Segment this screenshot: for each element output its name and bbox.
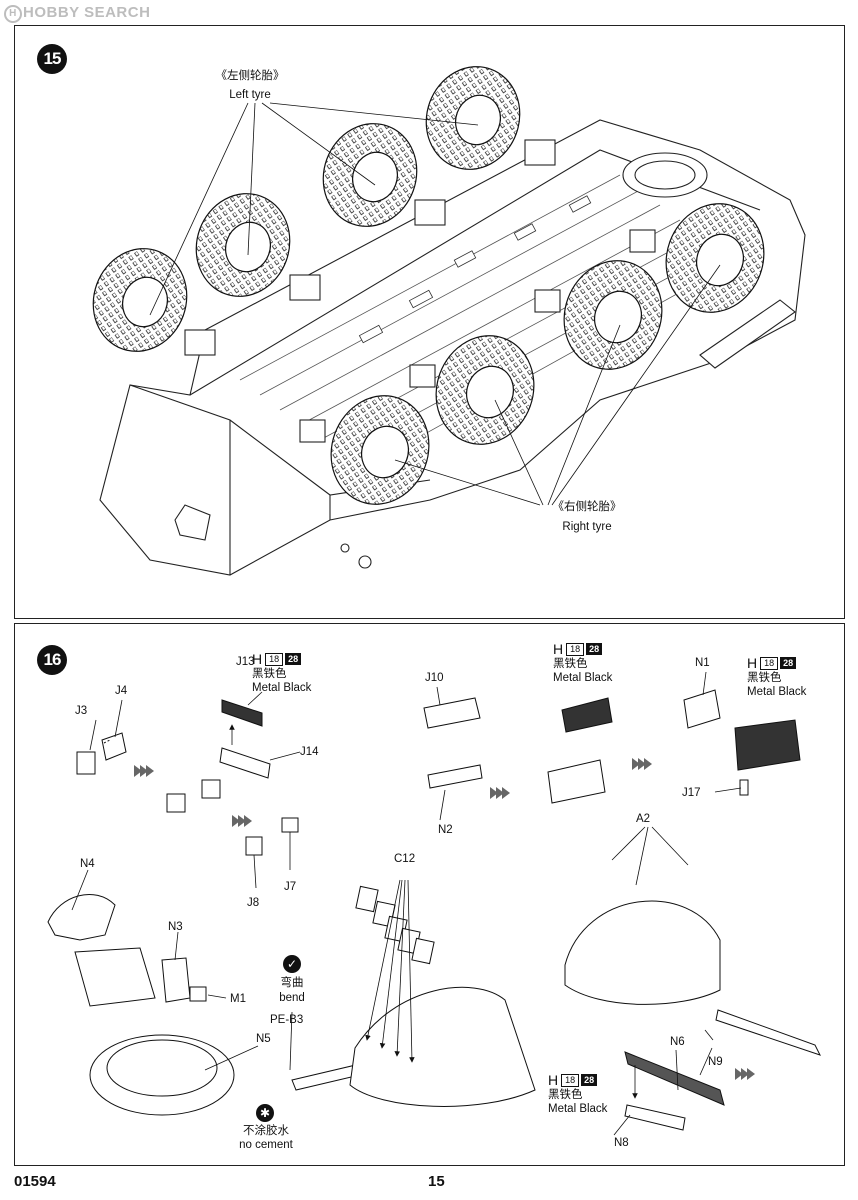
paint-callout-right: H 18 28 黑铁色 Metal Black xyxy=(747,655,806,699)
step-15-number: 15 xyxy=(37,44,67,74)
step-15-panel xyxy=(14,25,845,619)
paint-color-cn: 黑铁色 xyxy=(548,1089,583,1101)
part-label-j3: J3 xyxy=(75,705,88,717)
right-tyre-label-cn: 《右侧轮胎》 xyxy=(552,501,622,513)
part-label-n3: N3 xyxy=(168,921,183,933)
no-cement-icon: ✱ xyxy=(256,1104,274,1122)
right-tyre-label-en: Right tyre xyxy=(562,521,612,533)
part-label-j8: J8 xyxy=(247,897,260,909)
left-tyre-label-en: Left tyre xyxy=(229,89,271,101)
paint-callout-j13: H 18 28 黑铁色 Metal Black xyxy=(252,651,311,695)
paint-callout-middle: H 18 28 黑铁色 Metal Black xyxy=(553,641,612,685)
part-label-j7: J7 xyxy=(284,881,297,893)
paint-code: H 18 28 xyxy=(553,641,612,657)
paint-code: H 18 28 xyxy=(747,655,806,671)
part-label-n6: N6 xyxy=(670,1036,685,1048)
paint-color-cn: 黑铁色 xyxy=(553,658,588,670)
part-label-m1: M1 xyxy=(230,993,246,1005)
part-label-j13: J13 xyxy=(236,656,255,668)
part-label-j14: J14 xyxy=(300,746,319,758)
bend-label-cn: 弯曲 xyxy=(280,977,304,989)
paint-color-en: Metal Black xyxy=(553,672,613,684)
paint-color-cn: 黑铁色 xyxy=(747,672,782,684)
paint-color-cn: 黑铁色 xyxy=(252,668,287,680)
watermark-logo-icon: H xyxy=(4,5,22,23)
part-label-c12: C12 xyxy=(394,853,416,865)
paint-code: H 18 28 xyxy=(548,1072,607,1088)
part-label-j4: J4 xyxy=(115,685,128,697)
left-tyres xyxy=(92,66,521,352)
page-number: 15 xyxy=(428,1173,445,1190)
part-label-pe-b3: PE-B3 xyxy=(270,1014,304,1026)
no-cement-label-cn: 不涂胶水 xyxy=(243,1125,289,1137)
part-label-j10: J10 xyxy=(425,672,444,684)
paint-color-en: Metal Black xyxy=(747,686,807,698)
bend-icon: ✓ xyxy=(283,955,301,973)
part-label-n1: N1 xyxy=(695,657,710,669)
step-16-panel xyxy=(14,623,845,1166)
step-16-number: 16 xyxy=(37,645,67,675)
part-label-n8: N8 xyxy=(614,1137,629,1149)
part-label-n4: N4 xyxy=(80,858,95,870)
paint-color-en: Metal Black xyxy=(548,1103,608,1115)
hull-drawing xyxy=(99,119,806,576)
part-label-n5: N5 xyxy=(256,1033,271,1045)
kit-number: 01594 xyxy=(14,1173,56,1190)
bend-label-en: bend xyxy=(279,992,305,1004)
part-label-n9: N9 xyxy=(708,1056,723,1068)
left-tyre-label-cn: 《左侧轮胎》 xyxy=(215,70,285,82)
paint-callout-n6: H 18 28 黑铁色 Metal Black xyxy=(548,1072,607,1116)
no-cement-label-en: no cement xyxy=(239,1139,293,1151)
part-j3-drawing xyxy=(76,751,96,775)
part-label-a2: A2 xyxy=(636,813,651,825)
paint-code: H 18 28 xyxy=(252,651,311,667)
right-tyres xyxy=(330,203,765,505)
paint-color-en: Metal Black xyxy=(252,682,312,694)
part-label-n2: N2 xyxy=(438,824,453,836)
part-label-j17: J17 xyxy=(682,787,701,799)
